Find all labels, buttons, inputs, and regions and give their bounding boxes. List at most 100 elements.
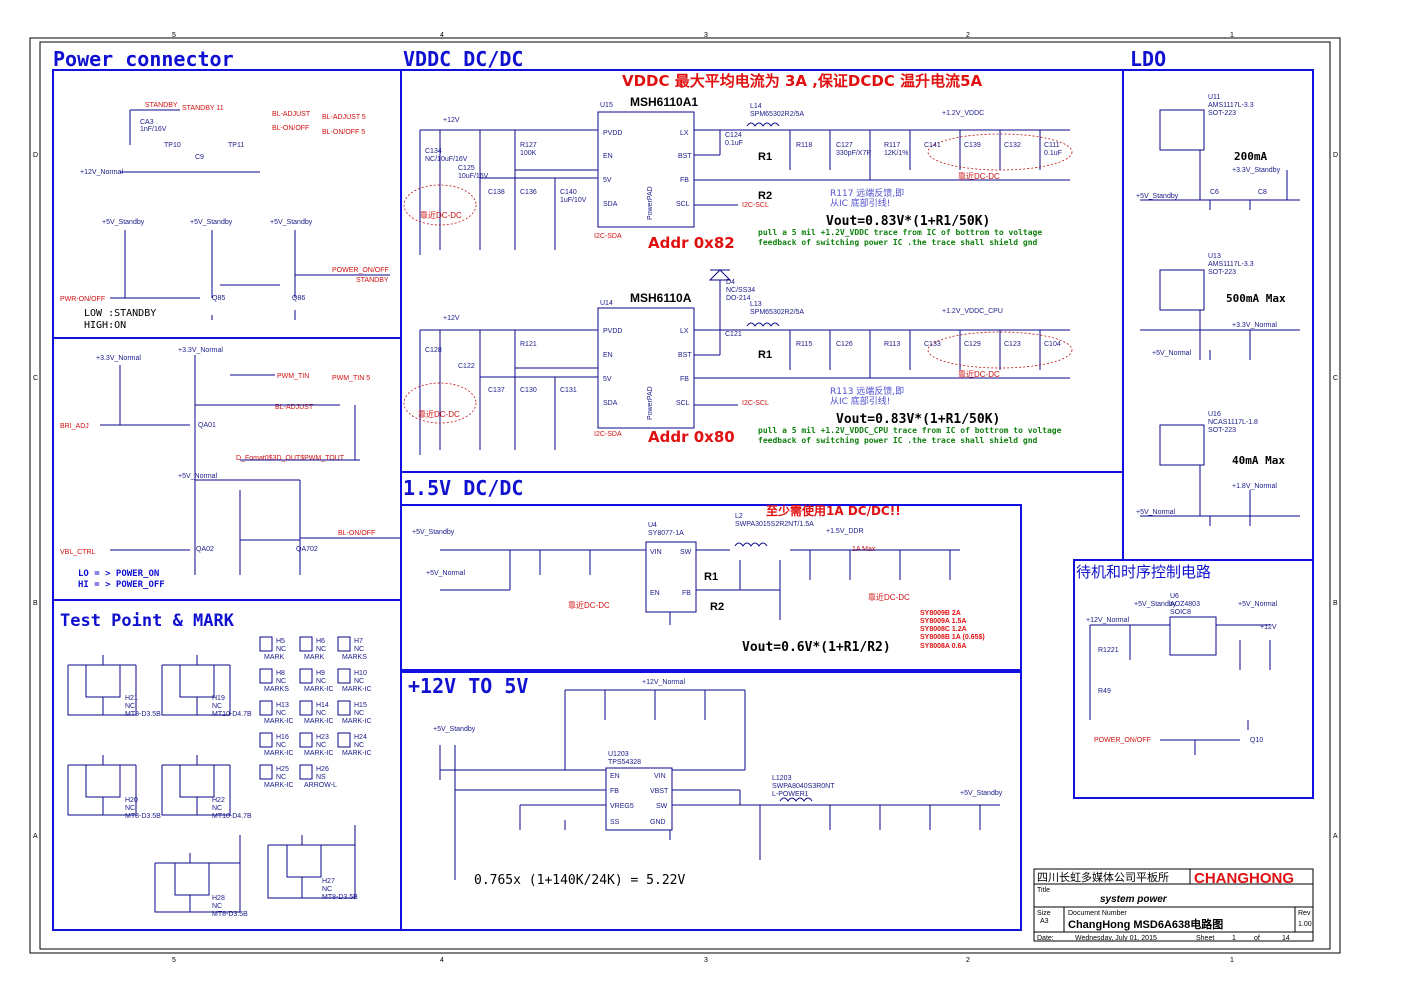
test-point-title: Test Point & MARK	[60, 611, 235, 631]
h28-body	[174, 862, 210, 896]
u15-r2-label: R2	[758, 190, 772, 202]
l13-ref: L13	[750, 301, 762, 308]
tb-title: system power	[1100, 894, 1168, 905]
tb-size-lbl: Size	[1037, 910, 1051, 917]
hi-power-off: HI = > POWER_OFF	[78, 580, 165, 590]
v15-wires	[440, 549, 960, 625]
ldo-5v-normal-1: +5V_Normal	[1152, 350, 1192, 357]
l1203-inductor	[779, 797, 813, 802]
mark-label: MARK	[304, 654, 325, 661]
c140-val: 1uF/10V	[560, 197, 587, 204]
mark-label: MARKS	[264, 686, 289, 693]
border-row-b-right: B	[1333, 600, 1338, 607]
u1203-pin-vbst: VBST	[650, 788, 669, 795]
border-col-3-bottom: 3	[704, 957, 708, 964]
r121-ref: R121	[520, 341, 537, 348]
vout-eq-2: Vout=0.83V*(1+R1/50K)	[836, 412, 1000, 427]
tp10-ref: TP10	[164, 142, 181, 149]
sc-12v: +12V	[1260, 624, 1277, 631]
ldo-u11-ref: U11	[1208, 94, 1220, 101]
mark-body-h14	[299, 700, 313, 716]
c141-ref: C141	[924, 142, 941, 149]
mark-body-h9	[299, 668, 313, 684]
u14-output-wires	[780, 329, 1070, 378]
v15-title: 1.5V DC/DC	[403, 476, 523, 500]
u4-pin-fb: FB	[682, 590, 691, 597]
u6-ref: U6	[1170, 593, 1179, 600]
mark-body-h8	[259, 668, 273, 684]
tp11-ref: TP11	[228, 142, 244, 149]
tb-size: A3	[1040, 918, 1049, 925]
u15-pin-scl: SCL	[676, 201, 690, 208]
v5-wires	[439, 689, 1000, 880]
c132-ref: C132	[1004, 142, 1021, 149]
dcdc-ellipse-2	[927, 133, 1073, 171]
ldo-u13-part: AMS1117L-3.3	[1208, 261, 1254, 268]
l13-inductor	[746, 322, 780, 327]
c111-val: 0.1uF	[1044, 150, 1062, 157]
mark-ref: H8	[276, 670, 285, 677]
c140-ref: C140	[560, 189, 577, 196]
h21-part: MT8-D3.5B	[125, 711, 161, 718]
u15-pin-en: EN	[603, 153, 613, 160]
mark-body-h26	[299, 764, 313, 780]
c124-val: 0.1uF	[725, 140, 743, 147]
border-row-b: B	[33, 600, 38, 607]
c133-ref: C133	[924, 341, 941, 348]
c122-ref: C122	[458, 363, 475, 370]
l14-ref: L14	[750, 103, 762, 110]
feedback-note-1b: feedback of switching power IC .the trac…	[758, 237, 1038, 247]
u1203-pin-sw: SW	[656, 803, 668, 810]
border-row-d-right: D	[1333, 152, 1338, 159]
c125-val: 10uF/16V	[458, 173, 489, 180]
mark-label: MARK-IC	[264, 782, 294, 789]
mark-ref: H24	[354, 734, 367, 741]
r117-ref: R117	[884, 142, 900, 149]
u14-pin-powerpad: PowerPAD	[647, 386, 654, 420]
standby-net-2: STANDBY	[356, 277, 389, 284]
u15-12v-net: +12V	[443, 117, 460, 124]
u1203-pin-fb: FB	[610, 788, 619, 795]
near-dcdc-6: 靠近DC-DC	[868, 592, 910, 602]
d4-part: NC/SS34	[726, 287, 755, 294]
c125-ref: C125	[458, 165, 475, 172]
dcdc-ellipse-3	[403, 382, 477, 424]
vout-eq-1: Vout=0.83V*(1+R1/50K)	[826, 214, 990, 229]
l1203-part: SWPA8040S3R0NT	[772, 783, 835, 790]
mark-body-h7	[337, 636, 351, 652]
u15-part: MSH6110A1	[630, 95, 698, 109]
vddc-title: VDDC DC/DC	[403, 47, 523, 71]
u1203-pin-vin: VIN	[654, 773, 666, 780]
mark-val: NC	[276, 710, 286, 717]
pwr-onoff-net: PWR-ON/OFF	[60, 296, 105, 303]
title-block	[1033, 868, 1314, 942]
tb-docnum: ChangHong MSD6A638电路图	[1068, 917, 1223, 931]
mark-body-h10	[337, 668, 351, 684]
tb-rev: 1.00	[1298, 921, 1312, 928]
vout15-eq: Vout=0.6V*(1+R1/R2)	[742, 640, 891, 655]
border-col-4-bottom: 4	[440, 957, 444, 964]
u15-ref: U15	[600, 102, 613, 109]
mark-ref: H14	[316, 702, 329, 709]
v12to5-box	[400, 671, 1022, 931]
ca3-val: 1nF/16V	[140, 126, 167, 133]
feedback-note-2b: feedback of switching power IC .the trac…	[758, 435, 1038, 445]
u14-pin-pvdd: PVDD	[603, 328, 622, 335]
u14-wires	[419, 280, 1070, 455]
v15-5v-standby: +5V_Standby	[412, 529, 455, 536]
h22-wires	[161, 755, 231, 816]
r115-ref: R115	[796, 341, 812, 348]
u14-i2c-scl: I2C-SCL	[742, 400, 769, 407]
ldo-u13-pkg: SOT-223	[1208, 269, 1236, 276]
r49-ref: R49	[1098, 688, 1111, 695]
test-point-h20: H20 NC MT8-D3.5B	[67, 755, 161, 820]
border-col-2-bottom: 2	[966, 957, 970, 964]
mark-label: MARKS	[342, 654, 367, 661]
mark-ref: H7	[354, 638, 363, 645]
border-col-1-bottom: 1	[1230, 957, 1234, 964]
border-col-2: 2	[966, 32, 970, 39]
